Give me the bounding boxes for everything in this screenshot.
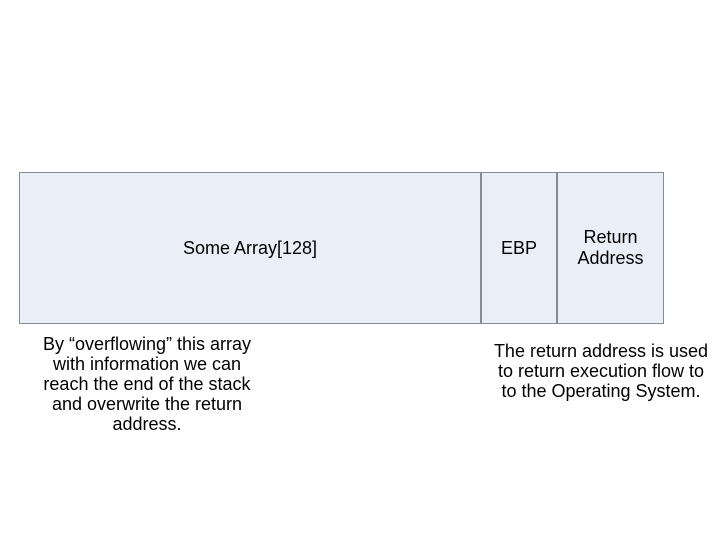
caption-overflow-explanation: By “overflowing” this array with informa… (42, 334, 252, 434)
stack-box-return-address: Return Address (557, 172, 664, 324)
stack-box-return-address-label: Return Address (577, 227, 644, 268)
stack-diagram: Some Array[128] EBP Return Address (19, 172, 664, 324)
stack-box-some-array: Some Array[128] (19, 172, 481, 324)
stack-box-ebp: EBP (481, 172, 557, 324)
caption-return-address-explanation: The return address is used to return exe… (493, 341, 709, 401)
stack-box-some-array-label: Some Array[128] (182, 237, 318, 258)
stack-box-ebp-label: EBP (500, 237, 538, 258)
